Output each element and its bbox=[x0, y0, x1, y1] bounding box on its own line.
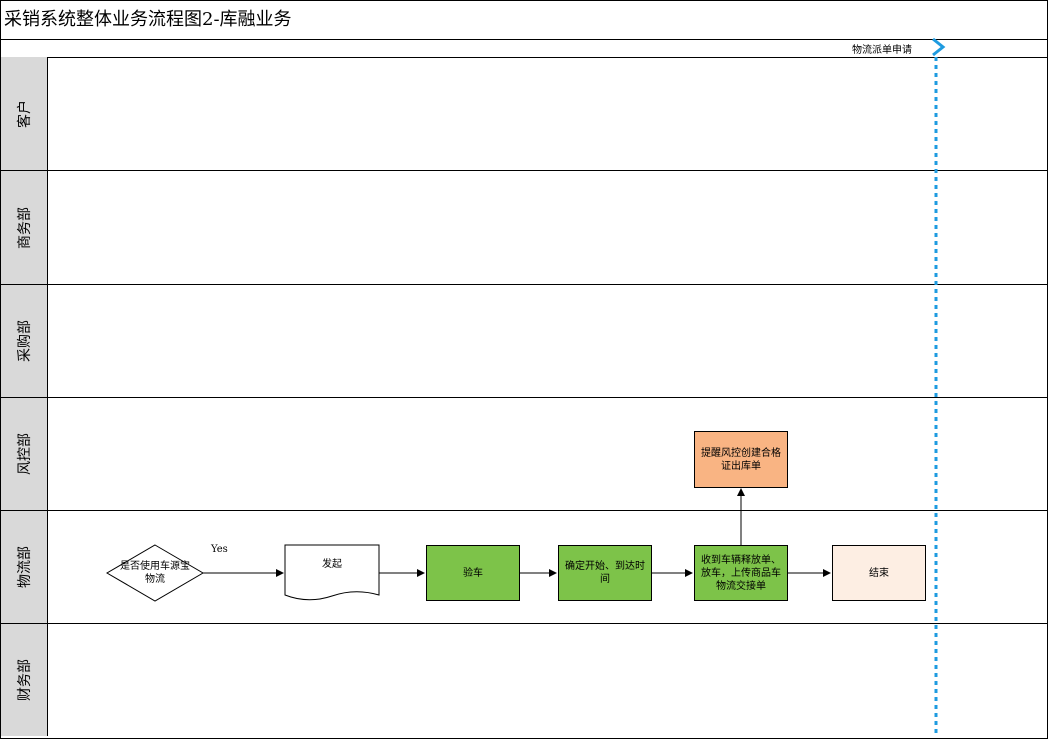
lane-header: 采购部 bbox=[1, 285, 48, 397]
lane-risk-control: 风控部 bbox=[1, 398, 1047, 511]
lane-business: 商务部 bbox=[1, 171, 1047, 285]
lane-header: 商务部 bbox=[1, 171, 48, 284]
lane-customer: 客户 bbox=[1, 57, 1047, 171]
end-node-label: 结束 bbox=[869, 567, 889, 579]
yes-label: Yes bbox=[211, 544, 228, 555]
inspect-node: 验车 bbox=[426, 545, 520, 601]
remind-risk-node: 提醒风控创建合格证出库单 bbox=[694, 431, 788, 488]
document-shape bbox=[284, 544, 380, 601]
phase-bar bbox=[1, 39, 1047, 58]
decision-node-label: 是否使用车源宝物流 bbox=[120, 561, 190, 585]
decision-diamond bbox=[106, 544, 204, 602]
end-node: 结束 bbox=[832, 545, 926, 601]
lane-purchasing: 采购部 bbox=[1, 285, 1047, 398]
lane-logistics: 物流部 bbox=[1, 511, 1047, 624]
confirm-time-node-label: 确定开始、到达时间 bbox=[565, 561, 645, 585]
receive-release-node: 收到车辆释放单、放车，上传商品车物流交接单 bbox=[694, 545, 788, 601]
phase-label: 物流派单申请 bbox=[852, 45, 912, 56]
lane-header: 客户 bbox=[1, 57, 48, 170]
initiate-node-label: 发起 bbox=[322, 559, 342, 570]
diagram-title: 采销系统整体业务流程图2-库融业务 bbox=[4, 9, 292, 30]
lane-finance: 财务部 bbox=[1, 624, 1047, 736]
phase-chevron-icon bbox=[932, 37, 946, 57]
lane-header: 物流部 bbox=[1, 511, 48, 623]
lane-header: 风控部 bbox=[1, 398, 48, 510]
confirm-time-node: 确定开始、到达时间 bbox=[558, 545, 652, 601]
inspect-node-label: 验车 bbox=[463, 567, 483, 579]
remind-risk-node-label: 提醒风控创建合格证出库单 bbox=[701, 447, 781, 472]
lane-header: 财务部 bbox=[1, 624, 48, 736]
receive-release-node-label: 收到车辆释放单、放车，上传商品车物流交接单 bbox=[701, 554, 781, 592]
